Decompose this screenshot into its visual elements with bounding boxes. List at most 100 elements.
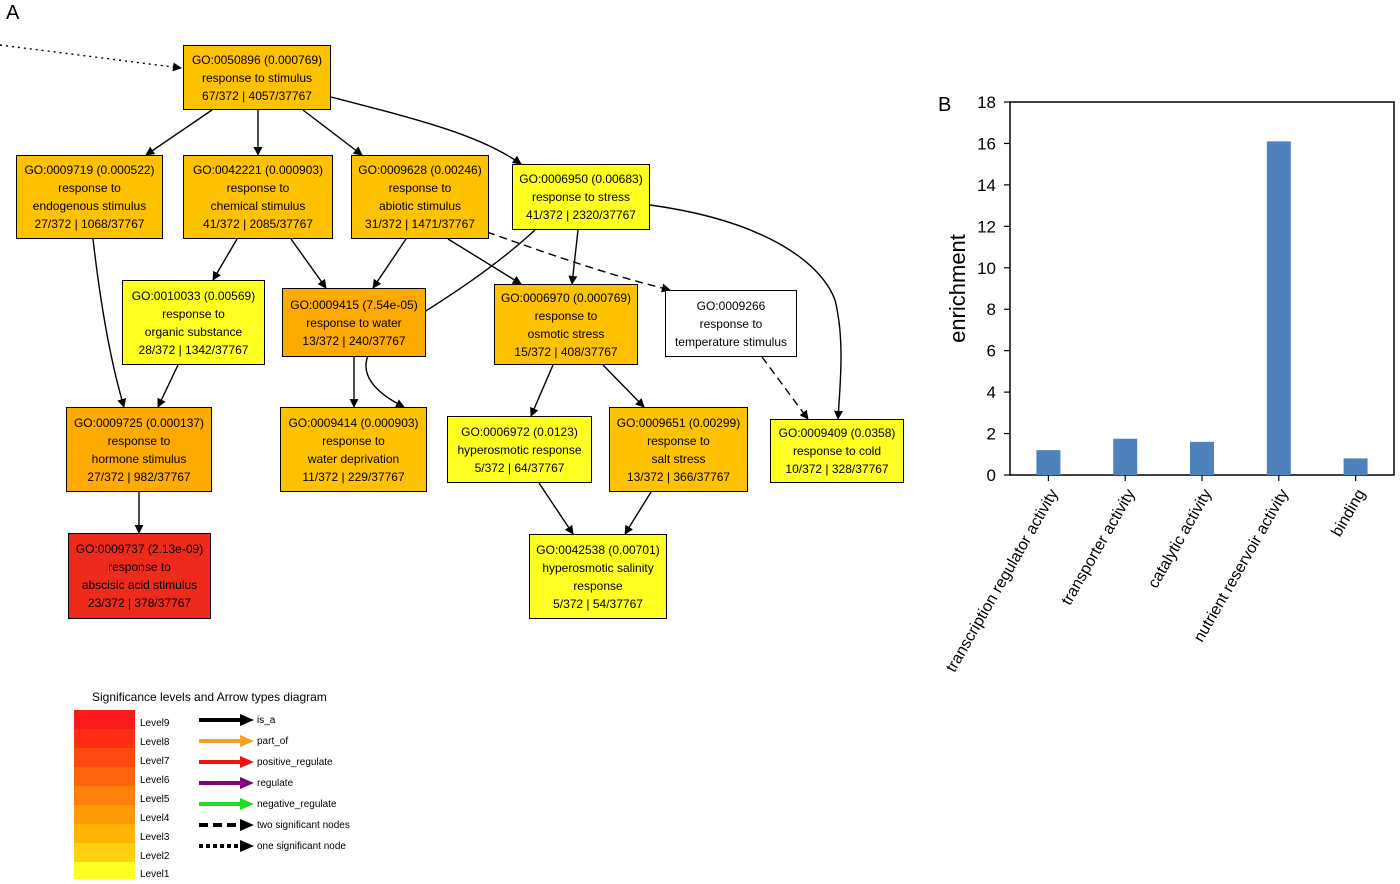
level-5-swatch: [74, 786, 135, 805]
go-node-0009266: GO:0009266 response to temperature stimulu…: [665, 290, 797, 357]
node-line: response to: [699, 316, 763, 331]
node-line: GO:0009415 (7.54e-05): [290, 297, 418, 312]
level-6-swatch: [74, 767, 135, 786]
level-7-label: Level7: [140, 756, 170, 767]
node-line: response to: [534, 308, 598, 323]
legend-arrow-head: [240, 819, 254, 831]
node-line: 5/372 | 64/37767: [474, 460, 565, 475]
node-line: GO:0009719 (0.000522): [24, 163, 155, 177]
node-line: GO:0010033 (0.00569): [131, 288, 256, 303]
legend-arrow-head: [240, 777, 254, 789]
node-line: response: [573, 578, 623, 593]
level-2-label: Level2: [140, 851, 170, 862]
node-line: response to stress: [531, 190, 631, 204]
legend-arrow-head: [240, 714, 254, 726]
arrow-label-positive-regulate: positive_regulate: [257, 757, 333, 768]
legend-arrow-head: [240, 735, 254, 747]
node-line: 27/372 | 982/37767: [87, 469, 191, 484]
edge-0006970-0006972: [530, 364, 554, 417]
node-line: 41/372 | 2085/37767: [203, 217, 313, 231]
go-node-0050896: GO:0050896 (0.000769)response to stimulu…: [183, 45, 331, 110]
edge-0006972-0042538: [538, 482, 574, 535]
node-line: GO:0042538 (0.00701): [536, 542, 660, 557]
edge-0050896-0009628: [302, 109, 363, 156]
arrow-label-part-of: part_of: [257, 736, 289, 747]
node-line: 67/372 | 4057/37767: [202, 88, 312, 103]
node-line: abscisic acid stimulus: [81, 578, 198, 592]
node-line: hormone stimulus: [91, 451, 187, 466]
node-line: GO:0050896 (0.000769): [191, 52, 323, 67]
node-line: abiotic stimulus: [378, 199, 462, 213]
node-line: GO:0009628 (0.00246): [358, 163, 482, 177]
level-1-label: Level1: [140, 869, 170, 880]
arrow-label-one-significant-node: one significant node: [257, 841, 346, 852]
go-node-0042538: GO:0042538 (0.00701) hyperosmotic salinit…: [529, 534, 667, 619]
level-2-swatch: [74, 843, 135, 862]
node-line: response to: [226, 181, 290, 195]
node-line: 13/372 | 240/37767: [302, 333, 406, 348]
level-1-swatch: [74, 862, 135, 879]
node-line: 11/372 | 229/37767: [302, 469, 405, 484]
node-line: 27/372 | 1068/37767: [34, 217, 145, 231]
node-line: GO:0009737 (2.13e-09): [75, 542, 204, 556]
node-line: GO:0009725 (0.000137): [73, 415, 205, 430]
node-line: response to: [162, 306, 225, 321]
node-line: 5/372 | 54/37767: [553, 596, 643, 611]
node-line: hyperosmotic salinity: [542, 560, 654, 575]
level-8-swatch: [74, 729, 135, 748]
level-3-label: Level3: [140, 832, 170, 843]
edge-0006950-0009409: [649, 204, 843, 420]
edge-0050896-0006950: [330, 96, 522, 165]
node-line: GO:0009651 (0.00299): [616, 415, 741, 430]
edge-0009719-0009725: [92, 238, 127, 408]
arrow-label-is-a: is_a: [257, 715, 276, 726]
node-line: response to: [108, 560, 171, 574]
node-line: GO:0006972 (0.0123): [461, 424, 578, 439]
level-4-swatch: [74, 805, 135, 824]
edge-0050896-0009719: [145, 109, 213, 156]
node-line: chemical stimulus: [210, 199, 306, 213]
edge-dotted-into-0050896: [0, 44, 182, 72]
node-line: 15/372 | 408/37767: [514, 344, 618, 359]
node-line: response to water: [306, 315, 402, 330]
edge-0009266-0009409: [761, 356, 809, 420]
node-line: GO:0006950 (0.00683): [519, 172, 643, 186]
legend-arrow-head: [240, 756, 254, 768]
node-line: 10/372 | 328/37767: [785, 462, 889, 476]
node-line: GO:0009414 (0.000903): [288, 415, 419, 430]
go-node-0006972: GO:0006972 (0.0123) hyperosmotic response…: [447, 416, 592, 483]
edge-0042221-0009415: [290, 238, 327, 289]
node-line: osmotic stress: [527, 326, 605, 341]
node-line: temperature stimulus: [674, 334, 788, 349]
node-line: response to cold: [792, 444, 882, 458]
level-3-swatch: [74, 824, 135, 843]
node-line: organic substance: [144, 324, 243, 339]
arrow-label-two-significant-nodes: two significant nodes: [257, 820, 350, 831]
node-line: salt stress: [651, 451, 706, 466]
node-line: 31/372 | 1471/37767: [365, 217, 475, 231]
level-5-label: Level5: [140, 794, 170, 805]
go-node-0009737: GO:0009737 (2.13e-09) response to abscisic…: [68, 533, 211, 619]
level-4-label: Level4: [140, 813, 170, 824]
node-line: endogenous stimulus: [32, 199, 147, 213]
level-9-label: Level9: [140, 718, 170, 729]
node-line: GO:0009409 (0.0358): [778, 426, 896, 440]
node-line: GO:0009266: [696, 298, 766, 313]
legend-arrow-head: [240, 840, 254, 852]
node-line: hyperosmotic response: [457, 442, 582, 457]
edge-0009651-0042538: [624, 491, 652, 535]
panel-b-label: B: [938, 94, 952, 116]
edge-0006970-0009651: [602, 364, 645, 408]
legend-arrow-head: [240, 798, 254, 810]
node-line: response to: [322, 433, 385, 448]
edge-0006950-0006970: [568, 229, 579, 285]
level-7-swatch: [74, 748, 135, 767]
